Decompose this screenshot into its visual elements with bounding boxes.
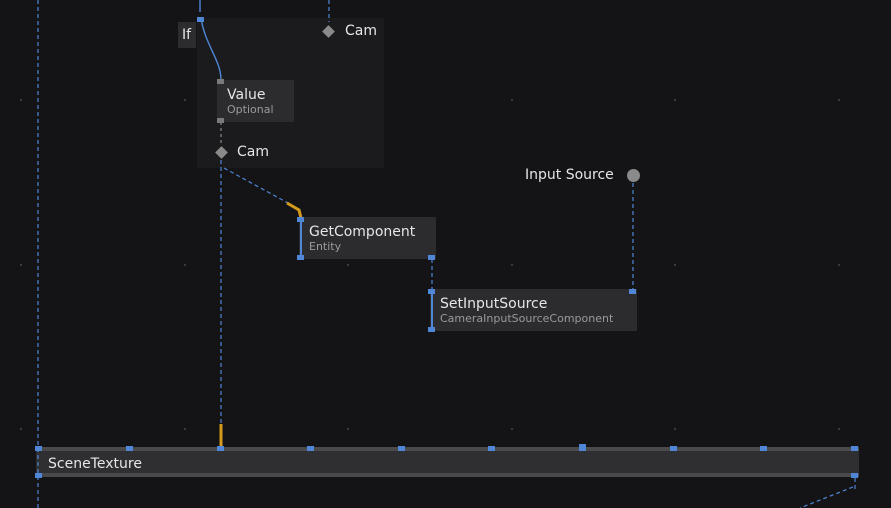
getcomponent-in-pin[interactable] (297, 217, 304, 222)
grid-dot (347, 428, 349, 430)
scene-pin[interactable] (35, 446, 42, 451)
set-input-source-title: SetInputSource (440, 296, 548, 312)
input-source-port-icon[interactable] (627, 169, 640, 182)
input-source-label: Input Source (525, 167, 614, 183)
get-component-subtitle: Entity (309, 240, 342, 253)
grid-dot (838, 428, 840, 430)
scene-pin[interactable] (760, 446, 767, 451)
value-in-pin[interactable] (217, 79, 224, 84)
scene-pin[interactable] (670, 446, 677, 451)
grid-dot (674, 428, 676, 430)
setinputsource-right-pin[interactable] (629, 289, 636, 294)
grid-dot (674, 264, 676, 266)
scene-pin[interactable] (488, 446, 495, 451)
grid-dot (184, 99, 186, 101)
grid-dot (838, 264, 840, 266)
value-node-title: Value (227, 87, 266, 103)
grid-dot (184, 428, 186, 430)
scene-texture-node[interactable]: SceneTexture (36, 447, 859, 477)
grid-dot (20, 99, 22, 101)
grid-dot (347, 264, 349, 266)
scene-pin[interactable] (126, 446, 133, 451)
setinputsource-in-pin[interactable] (428, 289, 435, 294)
cam-top-label: Cam (345, 23, 377, 39)
scene-pin[interactable] (398, 446, 405, 451)
scene-pin[interactable] (307, 446, 314, 451)
scene-pin[interactable] (217, 446, 224, 451)
grid-dot (184, 264, 186, 266)
setinputsource-out-pin[interactable] (428, 327, 435, 332)
get-component-title: GetComponent (309, 224, 416, 240)
grid-dot (838, 99, 840, 101)
if-in-pin[interactable] (197, 17, 204, 22)
grid-dot (511, 428, 513, 430)
grid-dot (511, 99, 513, 101)
grid-dot (20, 428, 22, 430)
if-node-label[interactable]: If (178, 22, 197, 48)
grid-dot (674, 99, 676, 101)
scene-pin[interactable] (851, 473, 858, 478)
scene-texture-title: SceneTexture (48, 456, 142, 472)
value-node-subtitle: Optional (227, 103, 274, 116)
set-input-source-node[interactable]: SetInputSource CameraInputSourceComponen… (430, 289, 637, 331)
grid-dot (511, 264, 513, 266)
scene-pin[interactable] (851, 446, 858, 451)
scene-pin[interactable] (35, 473, 42, 478)
set-input-source-subtitle: CameraInputSourceComponent (440, 312, 614, 325)
grid-dot (20, 264, 22, 266)
value-out-pin[interactable] (217, 118, 224, 123)
cam-bottom-label: Cam (237, 144, 269, 160)
getcomponent-out-pin[interactable] (297, 255, 304, 260)
value-node[interactable]: Value Optional (217, 80, 294, 122)
get-component-node[interactable]: GetComponent Entity (299, 217, 436, 259)
getcomponent-right-pin[interactable] (428, 255, 435, 260)
scene-pin[interactable] (579, 444, 586, 451)
